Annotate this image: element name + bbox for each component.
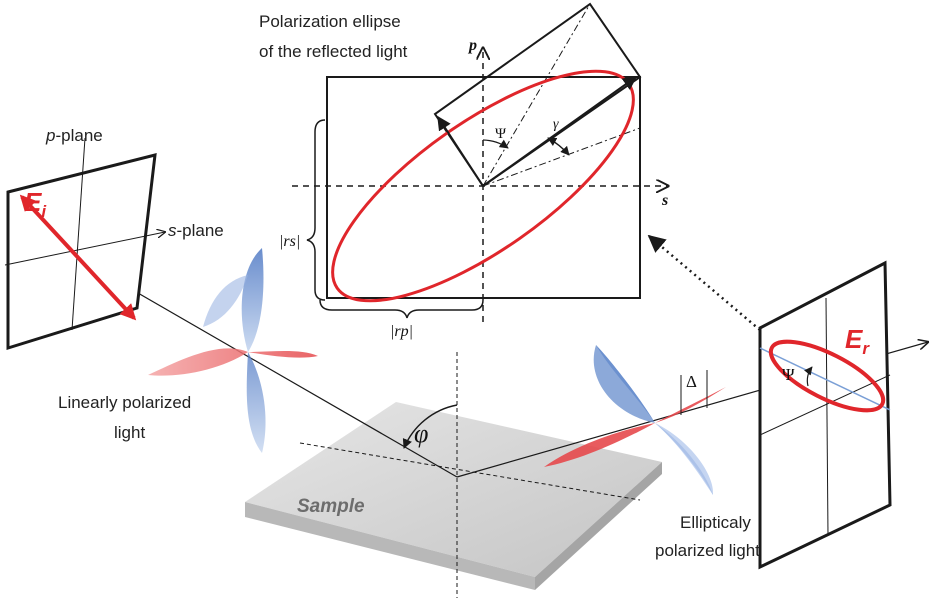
reflected-wave-s xyxy=(544,387,726,467)
phase-difference-marker: Δ xyxy=(680,370,708,415)
svg-text:Ei: Ei xyxy=(24,187,47,221)
phi-label: φ xyxy=(414,419,428,448)
ellipse-title-line2: of the reflected light xyxy=(259,42,408,61)
elliptical-label-line2: polarized light xyxy=(655,541,760,560)
s-plane-label: s-plane xyxy=(168,221,224,240)
ellipse-inset: p s Ψ γ |rs| |rp| xyxy=(279,2,668,340)
rs-brace xyxy=(306,119,326,301)
incident-polarization-frame: Ei xyxy=(4,137,165,351)
gamma-label: γ xyxy=(553,117,559,132)
ellipse-title-line1: Polarization ellipse xyxy=(259,12,401,31)
incidence-angle-arc xyxy=(402,404,458,449)
reflected-ellipse-small xyxy=(768,339,886,413)
incident-wave-s xyxy=(148,348,318,376)
reflected-wave-p xyxy=(593,345,714,495)
rs-label: |rs| xyxy=(279,233,300,250)
elliptical-label-line1: Ellipticaly xyxy=(680,513,751,532)
er-subscript: r xyxy=(862,339,870,358)
zoom-connector xyxy=(647,234,761,331)
sample-slab: Sample xyxy=(245,402,662,590)
p-axis-label: p xyxy=(467,37,477,54)
ei-label: E xyxy=(24,187,42,217)
ei-subscript: i xyxy=(41,202,47,221)
plane-of-incidence-line xyxy=(299,442,641,501)
incident-wave-p xyxy=(203,248,266,453)
linear-label-line2: light xyxy=(114,423,145,442)
rp-brace xyxy=(319,299,484,319)
reflected-polarization-frame: Ψ Er xyxy=(758,260,892,570)
incident-field-vector xyxy=(19,194,137,321)
psi-right-label: Ψ xyxy=(782,365,795,384)
psi-inner-label: Ψ xyxy=(495,126,507,142)
delta-label: Δ xyxy=(686,372,697,391)
sample-label: Sample xyxy=(297,496,365,517)
s-axis-label: s xyxy=(661,192,668,209)
er-label: E xyxy=(845,324,863,354)
svg-text:Er: Er xyxy=(845,324,870,358)
p-plane-label: p-plane xyxy=(45,126,103,145)
linear-label-line1: Linearly polarized xyxy=(58,393,191,412)
rp-label: |rp| xyxy=(390,323,413,340)
